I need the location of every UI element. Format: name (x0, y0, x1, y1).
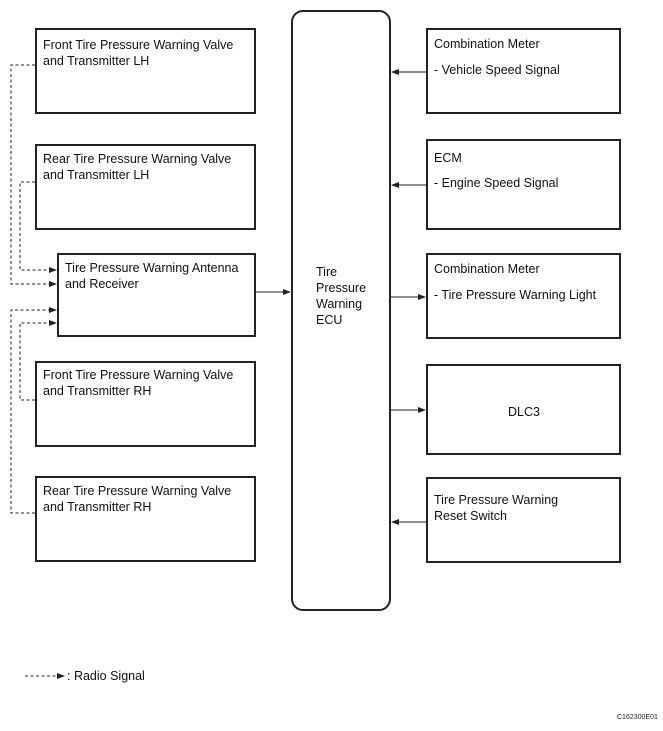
ecu-label-1: Tire (316, 265, 338, 279)
rear-tire-rh-box (35, 476, 256, 562)
antenna-receiver-label-1: Tire Pressure Warning Antenna (65, 261, 239, 275)
ecm-label-2: - Engine Speed Signal (434, 176, 559, 190)
radio-signal-rear-lh (19, 181, 57, 273)
combination-meter-light-label-2: - Tire Pressure Warning Light (434, 288, 597, 302)
dlc3-box (426, 364, 621, 455)
front-tire-rh-label-2: and Transmitter RH (43, 384, 152, 398)
radio-signal-front-rh (19, 320, 57, 401)
dlc3-label: DLC3 (508, 405, 540, 419)
radio-signal-front-lh (10, 64, 57, 287)
combination-meter-light-label-1: Combination Meter (434, 262, 540, 276)
ecu-label-4: ECU (316, 313, 343, 327)
reset-switch-label-1: Tire Pressure Warning (434, 493, 559, 507)
combination-meter-speed-label-2: - Vehicle Speed Signal (434, 63, 560, 77)
tire-pressure-warning-ecu (291, 10, 391, 611)
rear-tire-rh-label-1: Rear Tire Pressure Warning Valve (43, 484, 232, 498)
reset-switch-label-2: Reset Switch (434, 509, 507, 523)
rear-tire-lh-label-2: and Transmitter LH (43, 168, 150, 182)
combination-meter-light-box (426, 253, 621, 339)
rear-tire-lh-label-1: Rear Tire Pressure Warning Valve (43, 152, 232, 166)
front-tire-lh-label-1: Front Tire Pressure Warning Valve (43, 38, 234, 52)
ecu-label-2: Pressure (316, 281, 367, 295)
ecm-label-1: ECM (434, 151, 462, 165)
combination-meter-speed-box (426, 28, 621, 114)
front-tire-lh-label-2: and Transmitter LH (43, 54, 150, 68)
antenna-receiver-label-2: and Receiver (65, 277, 139, 291)
rear-tire-lh-box (35, 144, 256, 230)
radio-signal-rear-rh (10, 307, 57, 514)
figure-code: C162300E01 (617, 714, 658, 721)
legend-label: : Radio Signal (67, 669, 145, 683)
front-tire-lh-box (35, 28, 256, 114)
front-tire-rh-box (35, 361, 256, 447)
ecu-label-3: Warning (316, 297, 363, 311)
combination-meter-speed-label-1: Combination Meter (434, 37, 540, 51)
front-tire-rh-label-1: Front Tire Pressure Warning Valve (43, 368, 234, 382)
reset-switch-box (426, 477, 621, 563)
rear-tire-rh-label-2: and Transmitter RH (43, 500, 152, 514)
ecm-box (426, 139, 621, 230)
antenna-receiver-box (57, 253, 256, 337)
